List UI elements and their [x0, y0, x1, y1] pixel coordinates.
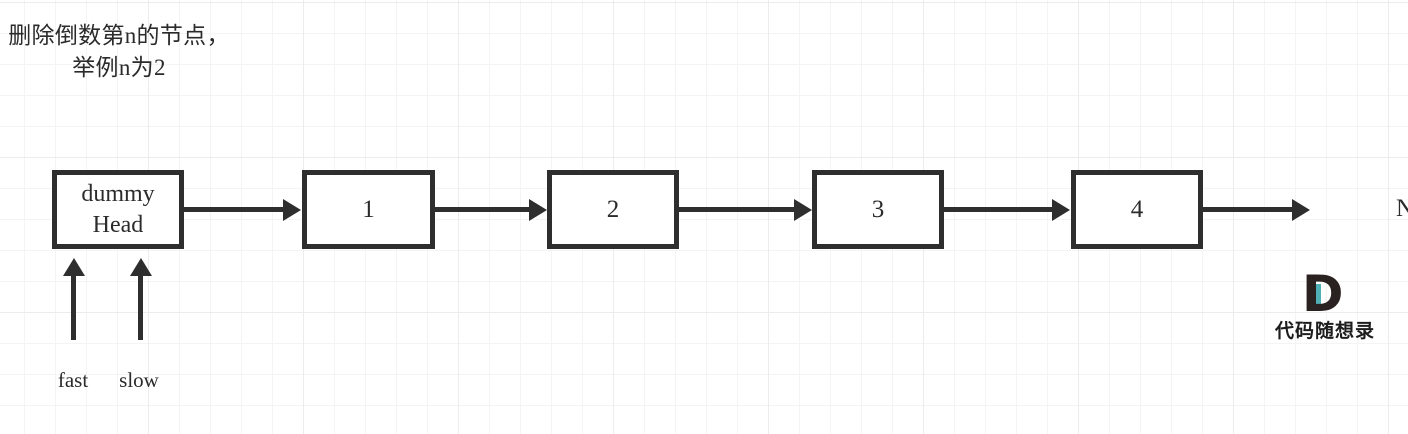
arrow-4-to-null — [1203, 207, 1293, 212]
arrow-1-to-2 — [435, 207, 530, 212]
pointer-arrow-slow — [138, 275, 143, 340]
node-label: 4 — [1130, 195, 1144, 223]
pointer-arrow-fast — [71, 275, 76, 340]
logo-text: 代码随想录 — [1274, 320, 1375, 342]
node-1: 1 — [302, 170, 435, 249]
logo-d-icon: D — [1302, 265, 1348, 323]
pointer-label-slow: slow — [119, 368, 159, 392]
logo-accent-bar — [1308, 284, 1321, 305]
arrow-3-to-4 — [943, 207, 1053, 212]
page-title: 删除倒数第n的节点，举例n为2 — [8, 23, 230, 80]
node-dummy-head: dummy Head — [52, 170, 184, 249]
node-label: 2 — [606, 195, 620, 223]
arrow-2-to-3 — [679, 207, 795, 212]
null-label: N — [1396, 195, 1408, 222]
node-2: 2 — [547, 170, 679, 249]
watermark-logo: D 代码随想录 — [1255, 265, 1395, 342]
node-4: 4 — [1071, 170, 1203, 249]
node-label: dummy Head — [81, 180, 155, 238]
logo-d-glyph: D — [1302, 265, 1344, 323]
pointer-label-fast: fast — [57, 368, 89, 392]
node-label: 1 — [362, 195, 375, 223]
node-3: 3 — [812, 170, 944, 249]
node-label: 3 — [871, 195, 885, 223]
arrow-dummy-to-1 — [184, 207, 284, 212]
